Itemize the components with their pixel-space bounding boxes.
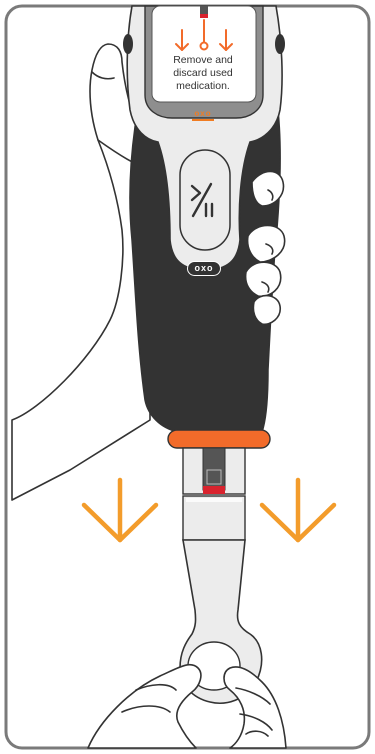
brand-logo-top: oxo <box>186 109 220 118</box>
screen-message-line-2: discard used <box>158 67 248 80</box>
screen-message: Remove and discard used medication. <box>158 54 248 93</box>
red-indicator <box>203 486 225 494</box>
cartridge-plunger <box>207 470 221 484</box>
screen-message-line-1: Remove and <box>158 54 248 67</box>
brand-logo-bottom: oxo <box>187 261 221 276</box>
screen-indicator <box>200 6 208 14</box>
orange-collar <box>168 430 270 448</box>
screen-message-line-3: medication. <box>158 80 248 93</box>
side-button-right[interactable] <box>275 34 285 54</box>
side-button-left[interactable] <box>123 34 133 54</box>
dose-button[interactable] <box>180 150 230 250</box>
cartridge-sleeve <box>183 496 245 540</box>
screen-red-indicator <box>200 14 208 18</box>
